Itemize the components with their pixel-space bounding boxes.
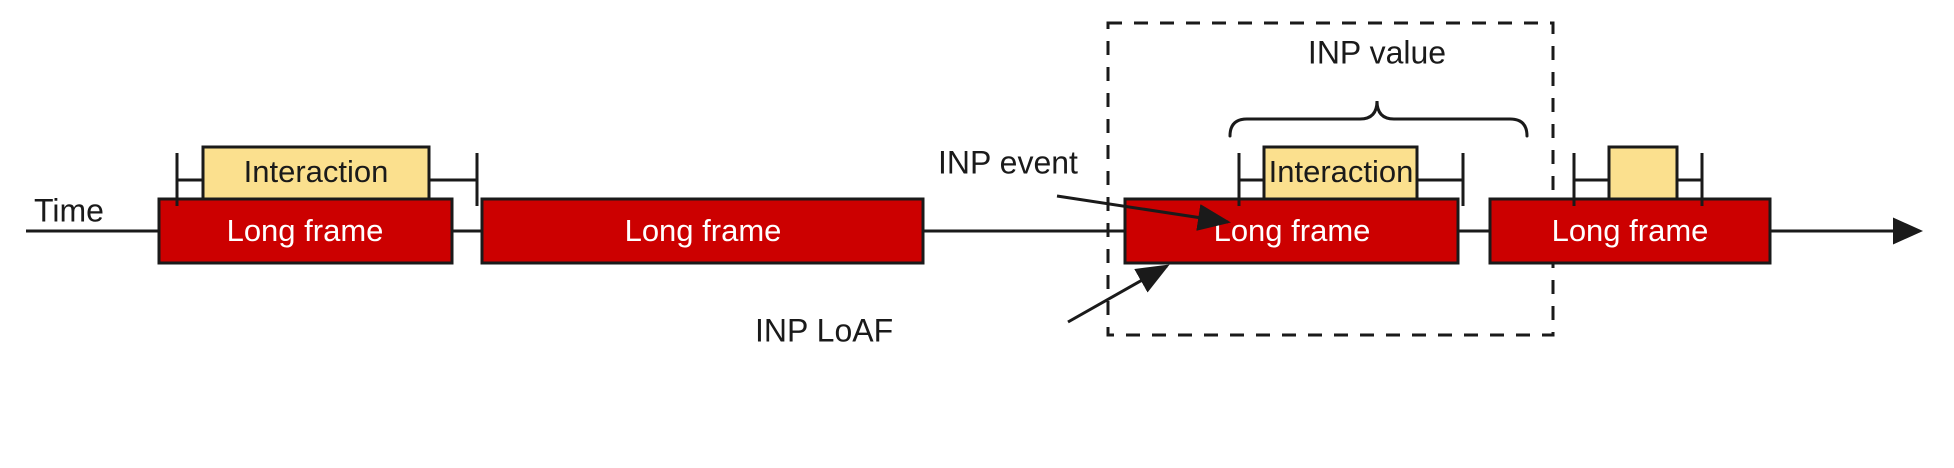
interaction-1-whisker-left (175, 153, 206, 206)
long-frame-4[interactable]: Long frame (1488, 197, 1772, 265)
inp-highlight-region (1106, 21, 1555, 337)
long-frame-1-box (157, 197, 454, 265)
inp-loaf-pointer-arrow (1067, 264, 1170, 324)
interaction-3-whisker-right (1674, 153, 1704, 206)
inp-value-brace (1228, 100, 1529, 138)
long-frame-3[interactable]: Long frame (1123, 197, 1460, 265)
interaction-1-box (201, 145, 431, 201)
inp-event-label: INP event (938, 144, 1078, 180)
interaction-2-whisker-right (1414, 153, 1465, 206)
interaction-2[interactable]: Interaction (1237, 145, 1465, 206)
long-frame-1[interactable]: Long frame (157, 197, 454, 265)
long-frame-4-box (1488, 197, 1772, 265)
inp-loaf-label: INP LoAF (755, 312, 893, 348)
long-frame-3-box (1123, 197, 1460, 265)
long-frame-3-label: Long frame (1214, 213, 1371, 248)
interaction-1[interactable]: Interaction (175, 145, 479, 206)
inp-event-pointer-arrow (1056, 194, 1231, 231)
long-frame-1-label: Long frame (227, 213, 384, 248)
interaction-1-whisker-right (426, 153, 479, 206)
interaction-2-box (1262, 145, 1419, 201)
long-frame-2-label: Long frame (625, 213, 782, 248)
long-frame-2[interactable]: Long frame (480, 197, 925, 265)
long-frame-4-label: Long frame (1552, 213, 1709, 248)
interaction-2-whisker-left (1237, 153, 1267, 206)
interaction-2-label: Interaction (1269, 154, 1414, 189)
interaction-3-box (1607, 145, 1679, 201)
long-frame-2-box (480, 197, 925, 265)
interaction-3-whisker-left (1572, 153, 1612, 206)
interaction-3[interactable] (1572, 145, 1704, 206)
interaction-1-label: Interaction (244, 154, 389, 189)
time-axis-label: Time (34, 192, 104, 228)
inp-value-label: INP value (1308, 34, 1446, 70)
